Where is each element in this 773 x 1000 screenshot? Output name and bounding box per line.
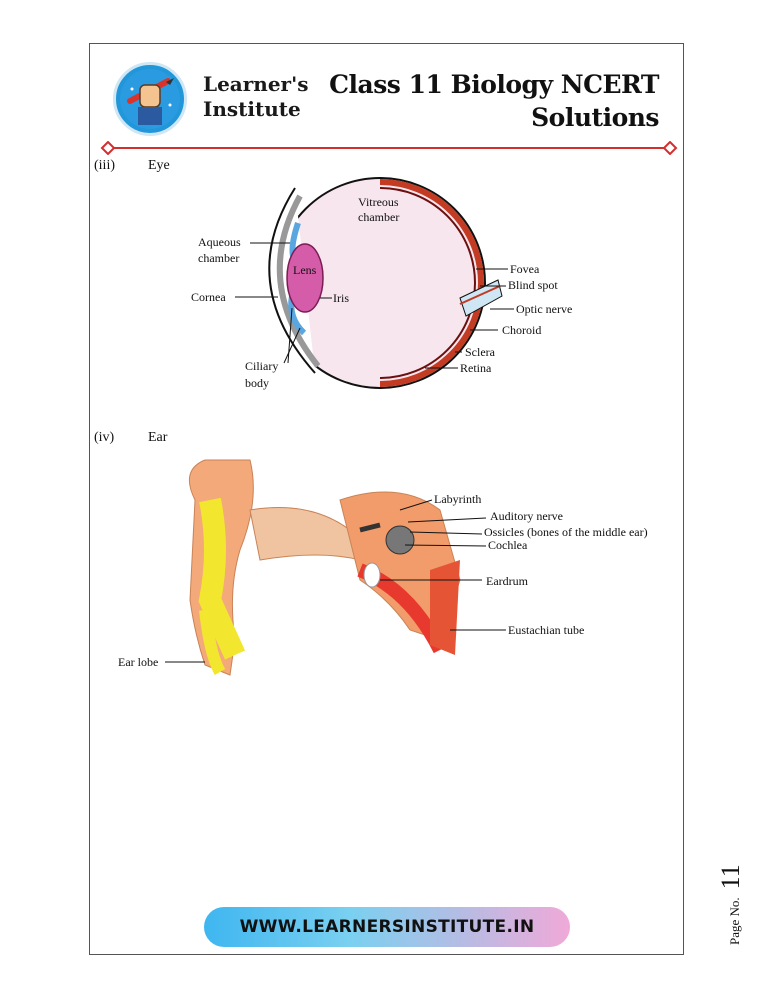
eye-label-fovea: Fovea — [510, 262, 540, 276]
eye-label-aqueous-2: chamber — [198, 251, 239, 265]
page-title: Class 11 Biology NCERT Solutions — [329, 68, 659, 134]
eye-label-ciliary-1: Ciliary — [245, 359, 278, 373]
section-ear-title: Ear — [148, 430, 168, 445]
section-ear-number: (iv) — [94, 430, 115, 445]
ear-label-auditory-nerve: Auditory nerve — [490, 509, 563, 523]
eye-label-choroid: Choroid — [502, 323, 541, 337]
website-url: WWW.LEARNERSINSTITUTE.IN — [239, 917, 535, 937]
title-line-2: Solutions — [531, 103, 659, 132]
eye-label-sclera: Sclera — [465, 345, 496, 359]
eye-label-cornea: Cornea — [191, 290, 226, 304]
ear-diagram: Labyrinth Auditory nerve Ossicles (bones… — [118, 459, 648, 676]
page-number-value: 11 — [716, 864, 745, 890]
ear-label-cochlea: Cochlea — [488, 538, 528, 552]
eye-label-aqueous-1: Aqueous — [198, 235, 241, 249]
header-divider — [100, 141, 678, 155]
ear-label-ear-lobe: Ear lobe — [118, 655, 158, 669]
ear-label-eardrum: Eardrum — [486, 574, 529, 588]
ear-label-ossicles: Ossicles (bones of the middle ear) — [484, 525, 648, 539]
eye-label-ciliary-2: body — [245, 376, 269, 390]
page-number: Page No. 11 — [716, 864, 746, 945]
section-eye-title: Eye — [148, 158, 170, 173]
eye-label-blind-spot: Blind spot — [508, 278, 558, 292]
title-line-1: Class 11 Biology NCERT — [329, 70, 659, 99]
section-eye-number: (iii) — [94, 158, 115, 173]
page-border — [89, 43, 684, 955]
eye-diagram: Vitreous chamber Aqueous chamber Lens Co… — [191, 177, 572, 390]
eye-label-lens: Lens — [293, 263, 317, 277]
eye-label-retina: Retina — [460, 361, 492, 375]
eye-label-iris: Iris — [333, 291, 349, 305]
logo-icon — [113, 62, 187, 136]
ear-label-labyrinth: Labyrinth — [434, 492, 481, 506]
ear-label-eustachian-tube: Eustachian tube — [508, 623, 584, 637]
eye-label-optic-nerve: Optic nerve — [516, 302, 572, 316]
logo-line-1: Learner's — [203, 72, 309, 96]
eye-label-vitreous-2: chamber — [358, 210, 399, 224]
eye-label-vitreous-1: Vitreous — [358, 195, 399, 209]
logo-wordmark: Learner's Institute — [203, 72, 308, 122]
website-link[interactable]: WWW.LEARNERSINSTITUTE.IN — [204, 907, 570, 947]
logo-line-2: Institute — [203, 97, 301, 121]
page-number-label: Page No. — [727, 897, 742, 945]
